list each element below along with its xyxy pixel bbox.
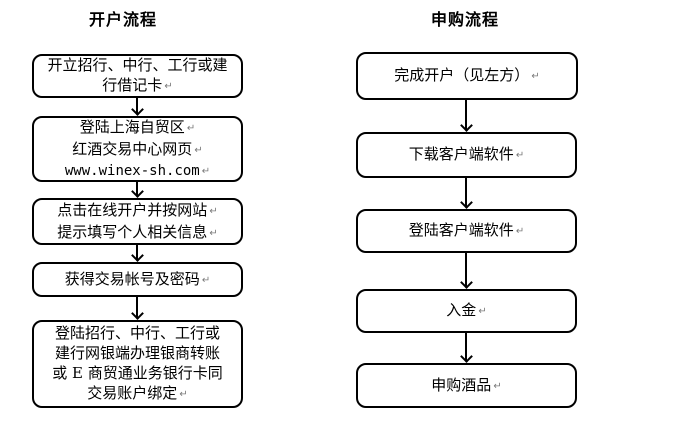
flow-step-box-login-client: 登陆客户端软件↵ — [356, 209, 577, 253]
step-text: 登陆客户端软件 — [408, 221, 514, 239]
arrow-shaft — [465, 100, 467, 129]
step-text-line-url: www.winex-sh.com↵ — [65, 161, 210, 182]
flow-title-account-opening: 开户流程 — [88, 10, 157, 29]
step-text: 获得交易帐号及密码 — [64, 269, 200, 288]
flow-arrow-down — [130, 297, 144, 320]
flow-step-box-complete-account: 完成开户（见左方）↵ — [356, 52, 578, 100]
step-text-line: 提示填写个人相关信息↵ — [57, 222, 217, 244]
arrow-shaft — [136, 98, 138, 113]
step-text: 点击在线开户并按网站 — [57, 200, 208, 219]
step-text-line: 行借记卡↵ — [102, 75, 172, 97]
step-text-line: 登陆招行、中行、工行或 — [55, 323, 220, 343]
arrow-head-icon — [130, 103, 144, 116]
step-text: 下载客户端软件 — [408, 145, 514, 163]
flow-step-box-get-account-password: 获得交易帐号及密码↵ — [32, 262, 243, 297]
arrow-head-icon — [459, 196, 473, 209]
step-text: 申购酒品 — [431, 375, 492, 394]
step-text-line: 获得交易帐号及密码↵ — [65, 269, 210, 291]
step-text: 入金 — [446, 301, 477, 319]
arrow-shaft — [136, 182, 138, 195]
line-break-mark-icon: ↵ — [493, 380, 502, 392]
flow-arrow-down — [459, 178, 473, 209]
arrow-head-icon — [130, 249, 144, 262]
flow-arrow-down — [130, 182, 144, 198]
flow-arrow-down — [459, 333, 473, 363]
flow-step-box-purchase-wine: 申购酒品↵ — [356, 363, 577, 408]
arrow-shaft — [136, 245, 138, 259]
flow-arrow-down — [459, 100, 473, 132]
step-text-line: 点击在线开户并按网站↵ — [57, 200, 217, 222]
step-text: 登陆招行、中行、工行或 — [54, 324, 220, 342]
step-text: 开立招行、中行、工行或建 — [47, 56, 228, 74]
line-break-mark-icon: ↵ — [531, 71, 540, 82]
step-text-line: 下载客户端软件↵ — [409, 144, 524, 166]
arrow-shaft — [465, 178, 467, 206]
arrow-head-icon — [459, 276, 473, 289]
line-break-mark-icon: ↵ — [164, 81, 173, 92]
step-text: 行借记卡 — [102, 76, 163, 94]
step-text-line: 开立招行、中行、工行或建 — [47, 55, 227, 75]
step-text: 红酒交易中心网页 — [72, 139, 193, 158]
line-break-mark-icon: ↵ — [194, 144, 203, 156]
arrow-head-icon — [130, 185, 144, 198]
step-text: 交易账户绑定 — [87, 384, 178, 402]
flow-arrow-down — [459, 253, 473, 289]
flow-arrow-down — [130, 98, 144, 116]
line-break-mark-icon: ↵ — [186, 122, 196, 134]
flow-arrow-down — [130, 245, 144, 262]
arrow-shaft — [465, 253, 467, 286]
step-text-line: 申购酒品↵ — [431, 375, 501, 397]
flow-step-box-open-debit-card: 开立招行、中行、工行或建 行借记卡↵ — [32, 54, 243, 98]
arrow-head-icon — [459, 350, 473, 363]
arrow-shaft — [465, 333, 467, 360]
flow-step-box-deposit-funds: 入金↵ — [356, 289, 577, 333]
step-text-line: 完成开户（见左方）↵ — [394, 65, 539, 87]
step-text-line: 登陆上海自贸区↵ — [80, 117, 195, 139]
website-url-text: www.winex-sh.com — [64, 162, 200, 179]
line-break-mark-icon: ↵ — [209, 205, 218, 217]
step-text: 建行网银端办理银商转账 — [54, 344, 220, 362]
line-break-mark-icon: ↵ — [478, 306, 487, 317]
flow-step-box-bank-binding: 登陆招行、中行、工行或 建行网银端办理银商转账 或 E 商贸通业务银行卡同 交易… — [32, 320, 243, 408]
step-text-line: 红酒交易中心网页↵ — [72, 139, 202, 161]
step-text-line: 或 E 商贸通业务银行卡同 — [52, 363, 223, 383]
step-text-line: 入金↵ — [446, 300, 486, 322]
step-text-line: 登陆客户端软件↵ — [409, 220, 524, 242]
line-break-mark-icon: ↵ — [515, 150, 525, 161]
step-text: 提示填写个人相关信息 — [57, 222, 208, 241]
flow-step-box-download-client: 下载客户端软件↵ — [356, 132, 577, 178]
step-text: 或 E 商贸通业务银行卡同 — [52, 364, 223, 382]
step-text: 完成开户（见左方） — [394, 66, 530, 84]
arrow-head-icon — [130, 307, 144, 320]
flow-title-purchase: 申购流程 — [430, 10, 499, 29]
line-break-mark-icon: ↵ — [201, 165, 211, 177]
line-break-mark-icon: ↵ — [515, 226, 525, 237]
step-text: 登陆上海自贸区 — [79, 117, 185, 136]
line-break-mark-icon: ↵ — [201, 274, 211, 286]
step-text-line: 交易账户绑定↵ — [87, 383, 187, 405]
line-break-mark-icon: ↵ — [209, 227, 218, 239]
flow-step-box-visit-website: 登陆上海自贸区↵ 红酒交易中心网页↵ www.winex-sh.com↵ — [32, 116, 243, 182]
arrow-head-icon — [459, 119, 473, 132]
arrow-shaft — [136, 297, 138, 317]
step-text-line: 建行网银端办理银商转账 — [55, 343, 220, 363]
line-break-mark-icon: ↵ — [179, 389, 188, 400]
flow-step-box-online-registration: 点击在线开户并按网站↵ 提示填写个人相关信息↵ — [32, 198, 243, 245]
